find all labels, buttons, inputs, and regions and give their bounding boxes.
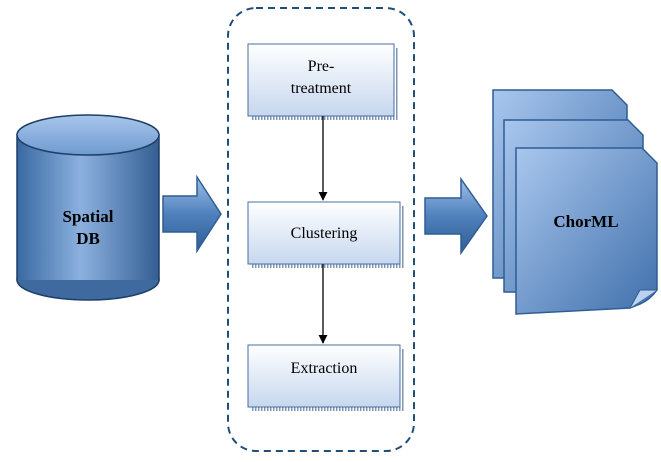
flow-arrow-out <box>424 176 488 256</box>
spatial-db-cylinder: Spatial DB <box>16 114 160 301</box>
document-front <box>515 147 658 315</box>
step-1-label-line2: treatment <box>291 80 352 97</box>
step-1-label-line1: Pre- <box>308 58 335 75</box>
chorml-document-stack: ChorML <box>492 89 658 315</box>
step-2-label: Clustering <box>291 225 358 242</box>
step-box-clustering: Clustering <box>247 201 404 268</box>
source-label-line2: DB <box>76 229 100 248</box>
step-box-extraction: Extraction <box>247 344 404 411</box>
output-label: ChorML <box>553 212 618 231</box>
source-label-line1: Spatial <box>62 207 113 226</box>
process-container <box>227 7 415 452</box>
step-3-label: Extraction <box>291 360 358 377</box>
flow-arrow-in <box>162 174 222 254</box>
page-curl <box>629 289 657 309</box>
step-box-pretreatment: Pre- treatment <box>247 43 398 120</box>
